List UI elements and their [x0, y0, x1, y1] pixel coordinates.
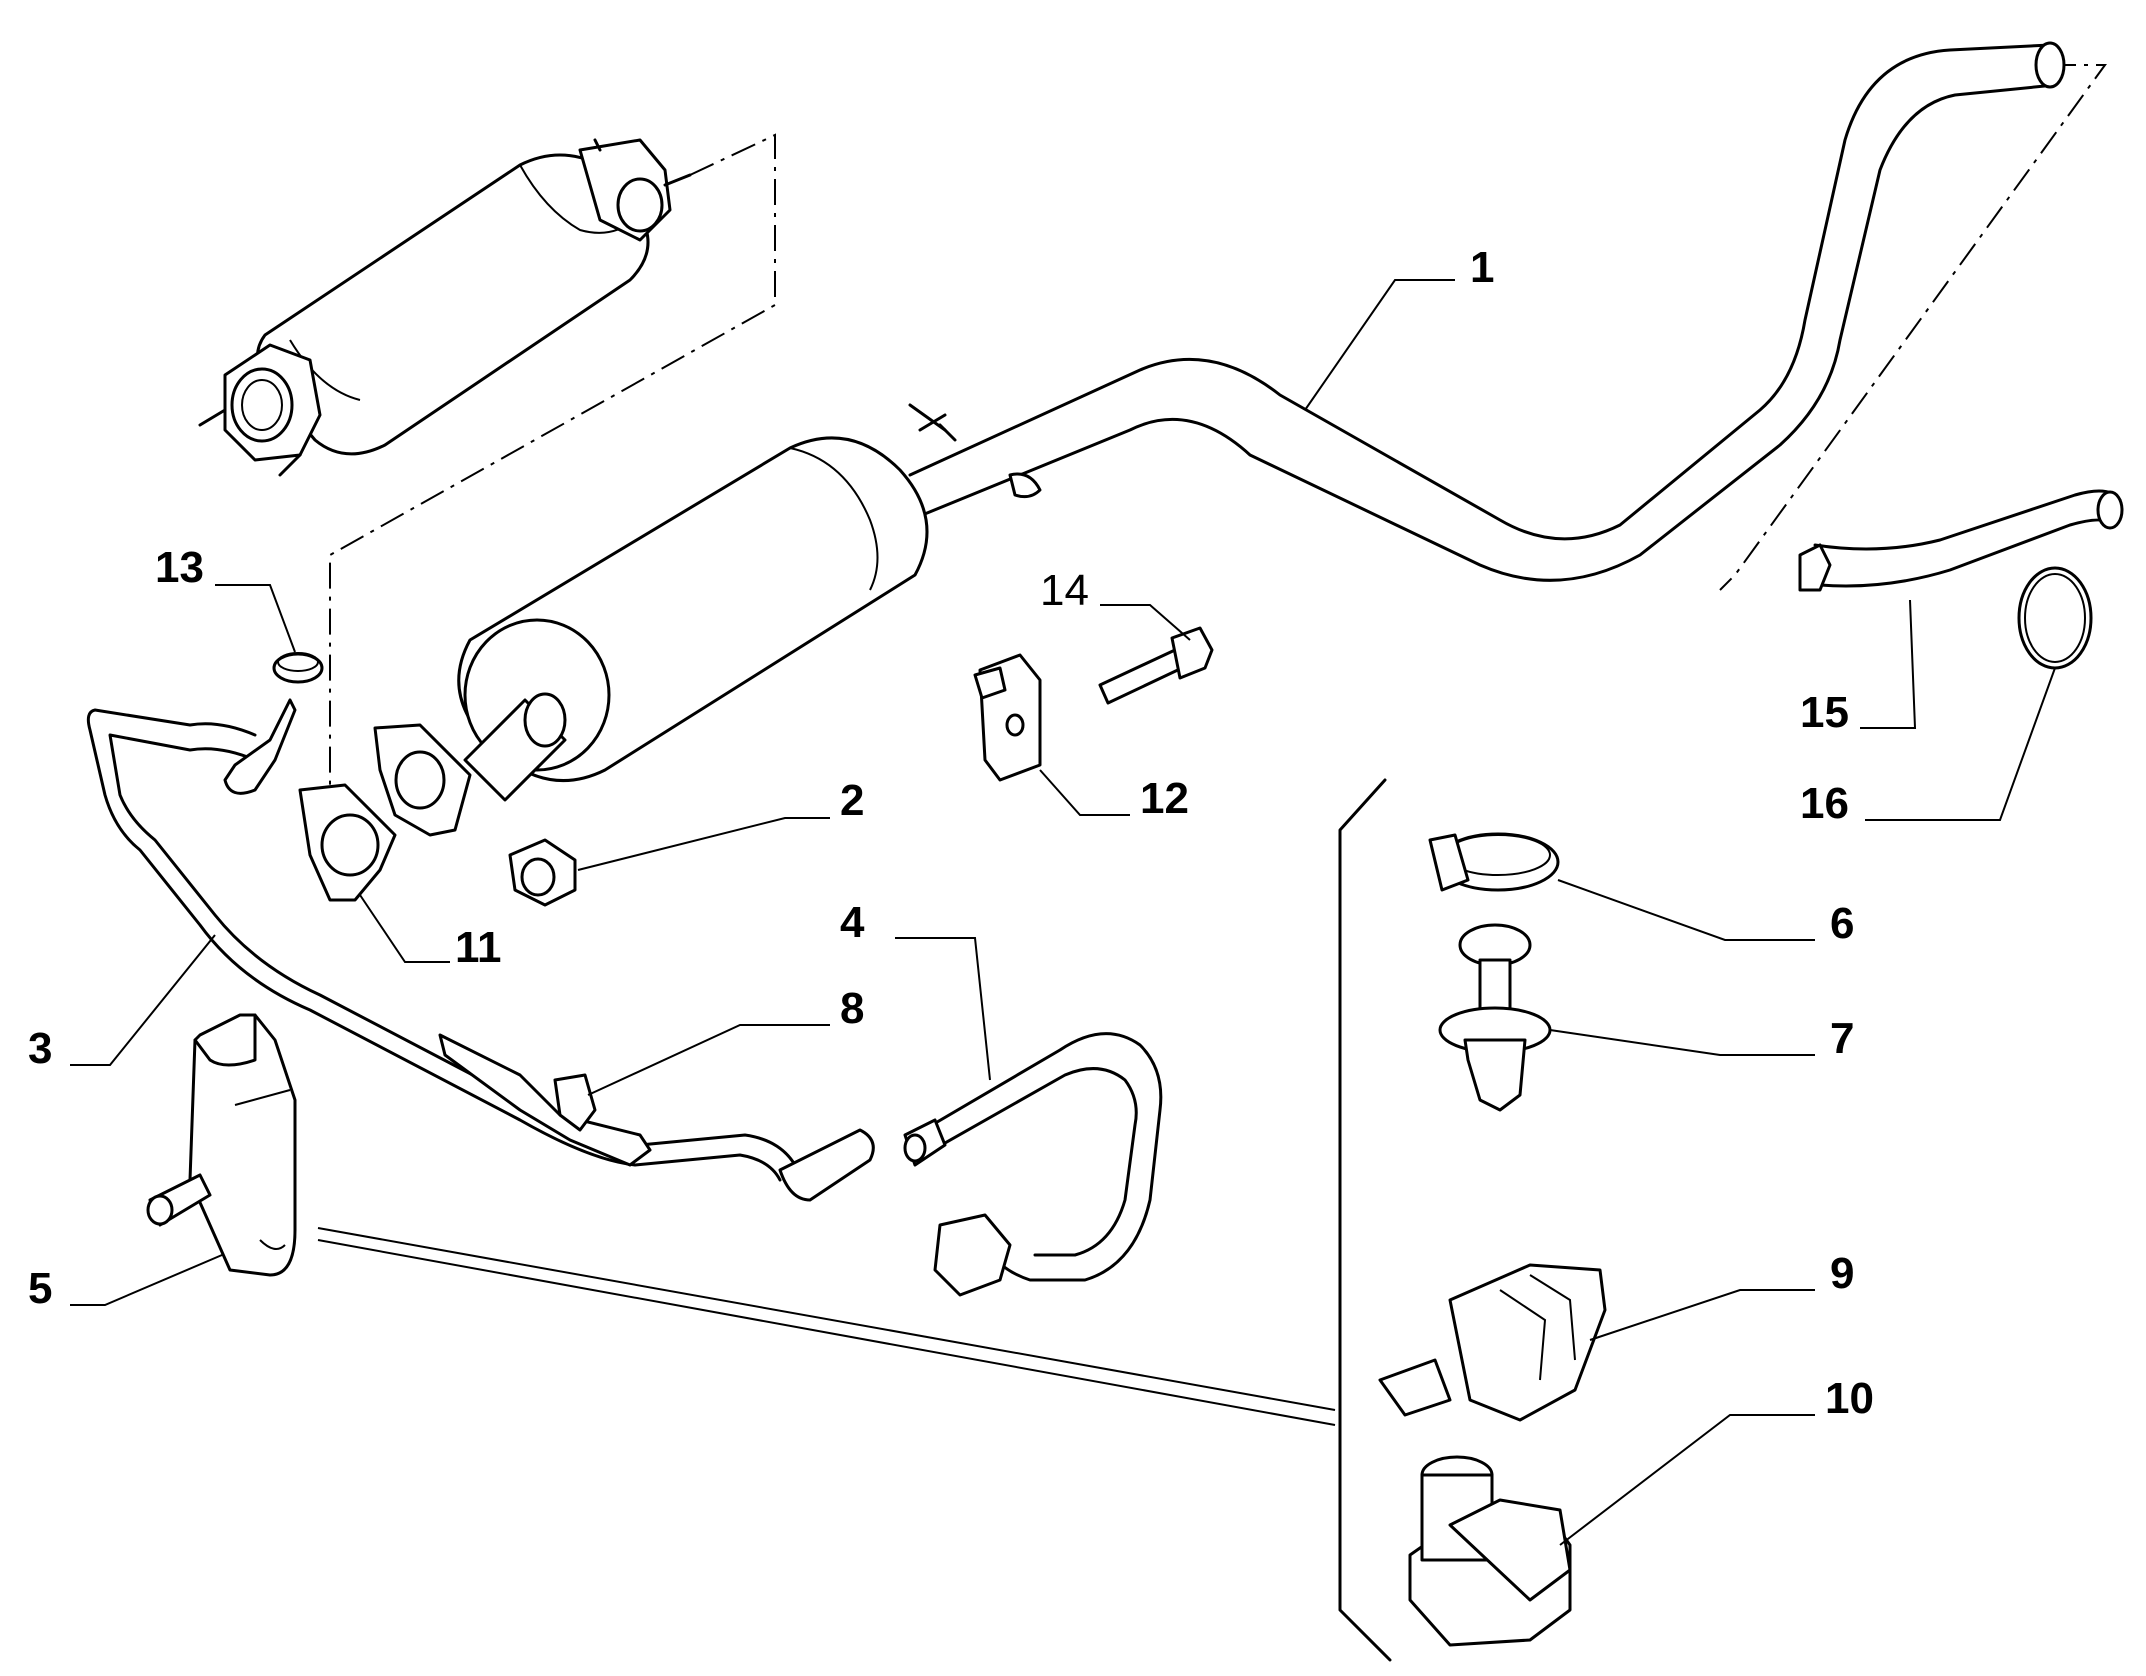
callout-16: 16 — [1800, 779, 1849, 828]
leader-12 — [1039, 769, 1130, 816]
sensor-connector — [438, 1033, 652, 1167]
leader-11 — [359, 894, 450, 963]
callout-9: 9 — [1830, 1249, 1854, 1298]
callout-labels: 1 2 3 4 5 6 7 8 9 10 11 12 13 14 15 16 — [28, 243, 1874, 1423]
retaining-clip — [1378, 1263, 1607, 1422]
leader-3 — [70, 934, 216, 1066]
callout-4: 4 — [840, 898, 865, 947]
callout-12: 12 — [1140, 774, 1189, 823]
leader-1 — [1304, 279, 1455, 411]
assembly-line-converter — [329, 133, 776, 820]
callout-15: 15 — [1800, 688, 1849, 737]
tailpipe — [1798, 489, 2124, 592]
leader-4 — [895, 937, 991, 1081]
callout-14: 14 — [1040, 566, 1089, 615]
leader-7 — [1549, 1029, 1815, 1056]
leader-lines — [70, 279, 2056, 1546]
callout-3: 3 — [28, 1024, 52, 1073]
leader-13 — [215, 584, 296, 653]
leader-10 — [1559, 1414, 1815, 1546]
leader-2 — [577, 817, 830, 871]
callout-8: 8 — [840, 984, 864, 1033]
callout-1: 1 — [1470, 243, 1494, 292]
leader-9 — [1589, 1289, 1815, 1341]
hose-clamp — [1428, 832, 1560, 892]
leader-5-holder — [317, 1239, 1336, 1426]
push-rivet — [1438, 923, 1552, 1112]
leader-8 — [587, 1024, 830, 1096]
vacuum-tube — [86, 698, 875, 1202]
bracket — [973, 653, 1042, 782]
nut — [508, 838, 577, 907]
assembly-line-tailpipe — [1719, 64, 2107, 591]
pressure-sensor — [146, 1013, 297, 1277]
exhaust-pipe-muffler — [457, 41, 2066, 802]
pipe-holder — [1408, 1455, 1572, 1647]
catalytic-converter — [198, 138, 692, 477]
leader-6 — [1557, 879, 1815, 941]
sealing-ring — [2017, 566, 2093, 670]
callout-6: 6 — [1830, 899, 1854, 948]
bolt — [1098, 626, 1214, 705]
callout-5: 5 — [28, 1264, 52, 1313]
leader-15 — [1860, 599, 1917, 729]
leader-16 — [1865, 667, 2056, 821]
leader-5 — [70, 1254, 223, 1306]
callout-13: 13 — [155, 543, 204, 592]
callout-2: 2 — [840, 776, 864, 825]
callout-11: 11 — [455, 923, 502, 972]
callout-10: 10 — [1825, 1374, 1874, 1423]
callout-7: 7 — [1830, 1014, 1854, 1063]
egr-pipe — [903, 1032, 1163, 1297]
leader-5-clip — [317, 1227, 1336, 1411]
leader-14 — [1100, 604, 1191, 641]
hose-clamp-small — [272, 652, 324, 684]
flange-gasket — [298, 723, 472, 902]
inset-separator — [1338, 778, 1392, 1662]
